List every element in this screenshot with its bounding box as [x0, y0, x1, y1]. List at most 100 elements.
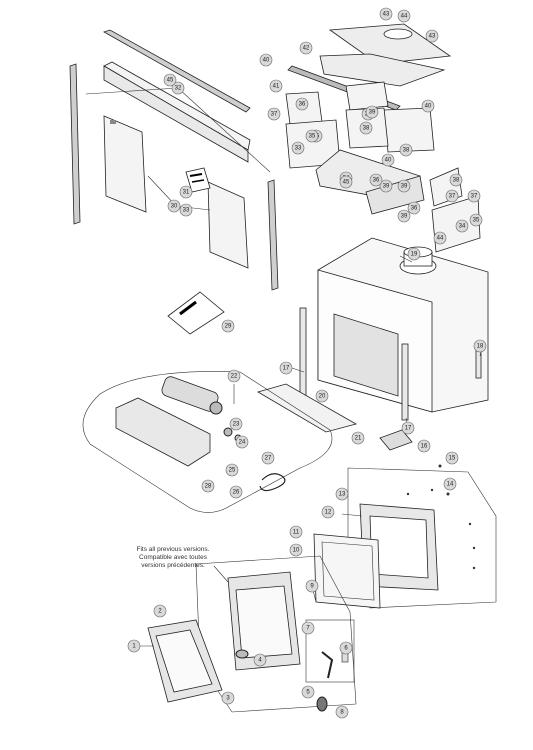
- callout-number: 39: [401, 184, 408, 190]
- callout-circle: [445, 189, 459, 203]
- callout-11: 11: [289, 525, 303, 539]
- callout-circle: [407, 247, 421, 261]
- callout-29: 29: [221, 319, 235, 333]
- callout-number: 1: [132, 644, 136, 650]
- callout-39: 39: [365, 105, 379, 119]
- callout-circle: [397, 209, 411, 223]
- callout-35: 35: [469, 213, 483, 227]
- callout-circle: [445, 451, 459, 465]
- callout-number: 38: [363, 126, 370, 132]
- callout-number: 37: [471, 194, 478, 200]
- callout-circle: [397, 179, 411, 193]
- callout-number: 35: [309, 134, 316, 140]
- callout-42: 42: [299, 41, 313, 55]
- callout-6: 6: [339, 641, 353, 655]
- callout-32: 32: [171, 81, 185, 95]
- callout-23: 23: [229, 417, 243, 431]
- decorative-door: [227, 571, 301, 671]
- callout-circle: [365, 105, 379, 119]
- callout-31: 31: [179, 185, 193, 199]
- callout-13: 13: [335, 487, 349, 501]
- callout-37: 37: [467, 189, 481, 203]
- callout-number: 27: [265, 456, 272, 462]
- callout-34: 34: [455, 219, 469, 233]
- callout-circle: [339, 641, 353, 655]
- callout-number: 15: [449, 456, 456, 462]
- callout-circle: [261, 451, 275, 465]
- callout-number: 19: [411, 252, 418, 258]
- callout-41: 41: [269, 79, 283, 93]
- side-rail-right: [267, 179, 279, 291]
- callout-circle: [359, 121, 373, 135]
- callout-circle: [221, 319, 235, 333]
- callout-circle: [351, 431, 365, 445]
- callout-circle: [417, 439, 431, 453]
- callout-circle: [381, 153, 395, 167]
- callout-circle: [153, 604, 167, 618]
- callout-circle: [301, 621, 315, 635]
- callout-number: 33: [183, 208, 190, 214]
- callout-number: 28: [205, 484, 212, 490]
- callout-4: 4: [253, 653, 267, 667]
- callout-33: 33: [179, 203, 193, 217]
- callout-number: 32: [175, 86, 182, 92]
- callout-39: 39: [379, 179, 393, 193]
- blower-housing: [115, 397, 211, 467]
- callout-circle: [443, 477, 457, 491]
- callout-circle: [269, 79, 283, 93]
- callout-44: 44: [397, 9, 411, 23]
- callout-8: 8: [335, 705, 349, 719]
- callout-25: 25: [225, 463, 239, 477]
- callout-36: 36: [295, 97, 309, 111]
- callout-circle: [379, 7, 393, 21]
- callout-circle: [467, 189, 481, 203]
- heat-shield-panel: [103, 61, 251, 163]
- callout-circle: [167, 199, 181, 213]
- callout-circle: [289, 543, 303, 557]
- callout-19: 19: [407, 247, 421, 261]
- baffle-board-lower: [319, 53, 446, 87]
- baffle-board-top: [328, 23, 452, 65]
- callout-circle: [397, 9, 411, 23]
- callout-36: 36: [407, 201, 421, 215]
- callout-circle: [399, 143, 413, 157]
- callout-27: 27: [261, 451, 275, 465]
- callout-number: 37: [271, 112, 278, 118]
- callout-number: 6: [344, 646, 348, 652]
- callout-10: 10: [289, 543, 303, 557]
- side-rail-left: [69, 63, 81, 225]
- callout-circle: [253, 653, 267, 667]
- side-panel-right: [207, 181, 249, 269]
- callout-number: 40: [425, 104, 432, 110]
- callout-30: 30: [167, 199, 181, 213]
- callout-17: 17: [279, 361, 293, 375]
- callout-43: 43: [425, 29, 439, 43]
- callout-number: 11: [293, 530, 300, 536]
- callout-circle: [449, 173, 463, 187]
- callout-number: 24: [239, 440, 246, 446]
- callout-circle: [455, 219, 469, 233]
- callout-circle: [299, 41, 313, 55]
- callout-circle: [379, 179, 393, 193]
- callout-circle: [171, 81, 185, 95]
- callout-number: 30: [171, 204, 178, 210]
- callout-circle: [225, 463, 239, 477]
- callout-circle: [335, 705, 349, 719]
- callout-circle: [227, 369, 241, 383]
- callout-5: 5: [301, 685, 315, 699]
- callout-43: 43: [379, 7, 393, 21]
- callout-circle: [433, 231, 447, 245]
- glass-panel-10: [313, 533, 381, 609]
- callout-number: 40: [263, 58, 270, 64]
- callout-number: 17: [405, 426, 412, 432]
- callout-number: 17: [283, 366, 290, 372]
- note-line-2: Compatible avec toutes: [139, 554, 207, 561]
- callout-circle: [305, 579, 319, 593]
- callout-number: 43: [383, 12, 390, 18]
- blower-kit-outline: [82, 371, 333, 513]
- callout-bubbles: 1234567891011121314151617171819202122232…: [127, 7, 487, 719]
- callout-number: 18: [477, 344, 484, 350]
- callout-26: 26: [229, 485, 243, 499]
- callout-35: 35: [305, 129, 319, 143]
